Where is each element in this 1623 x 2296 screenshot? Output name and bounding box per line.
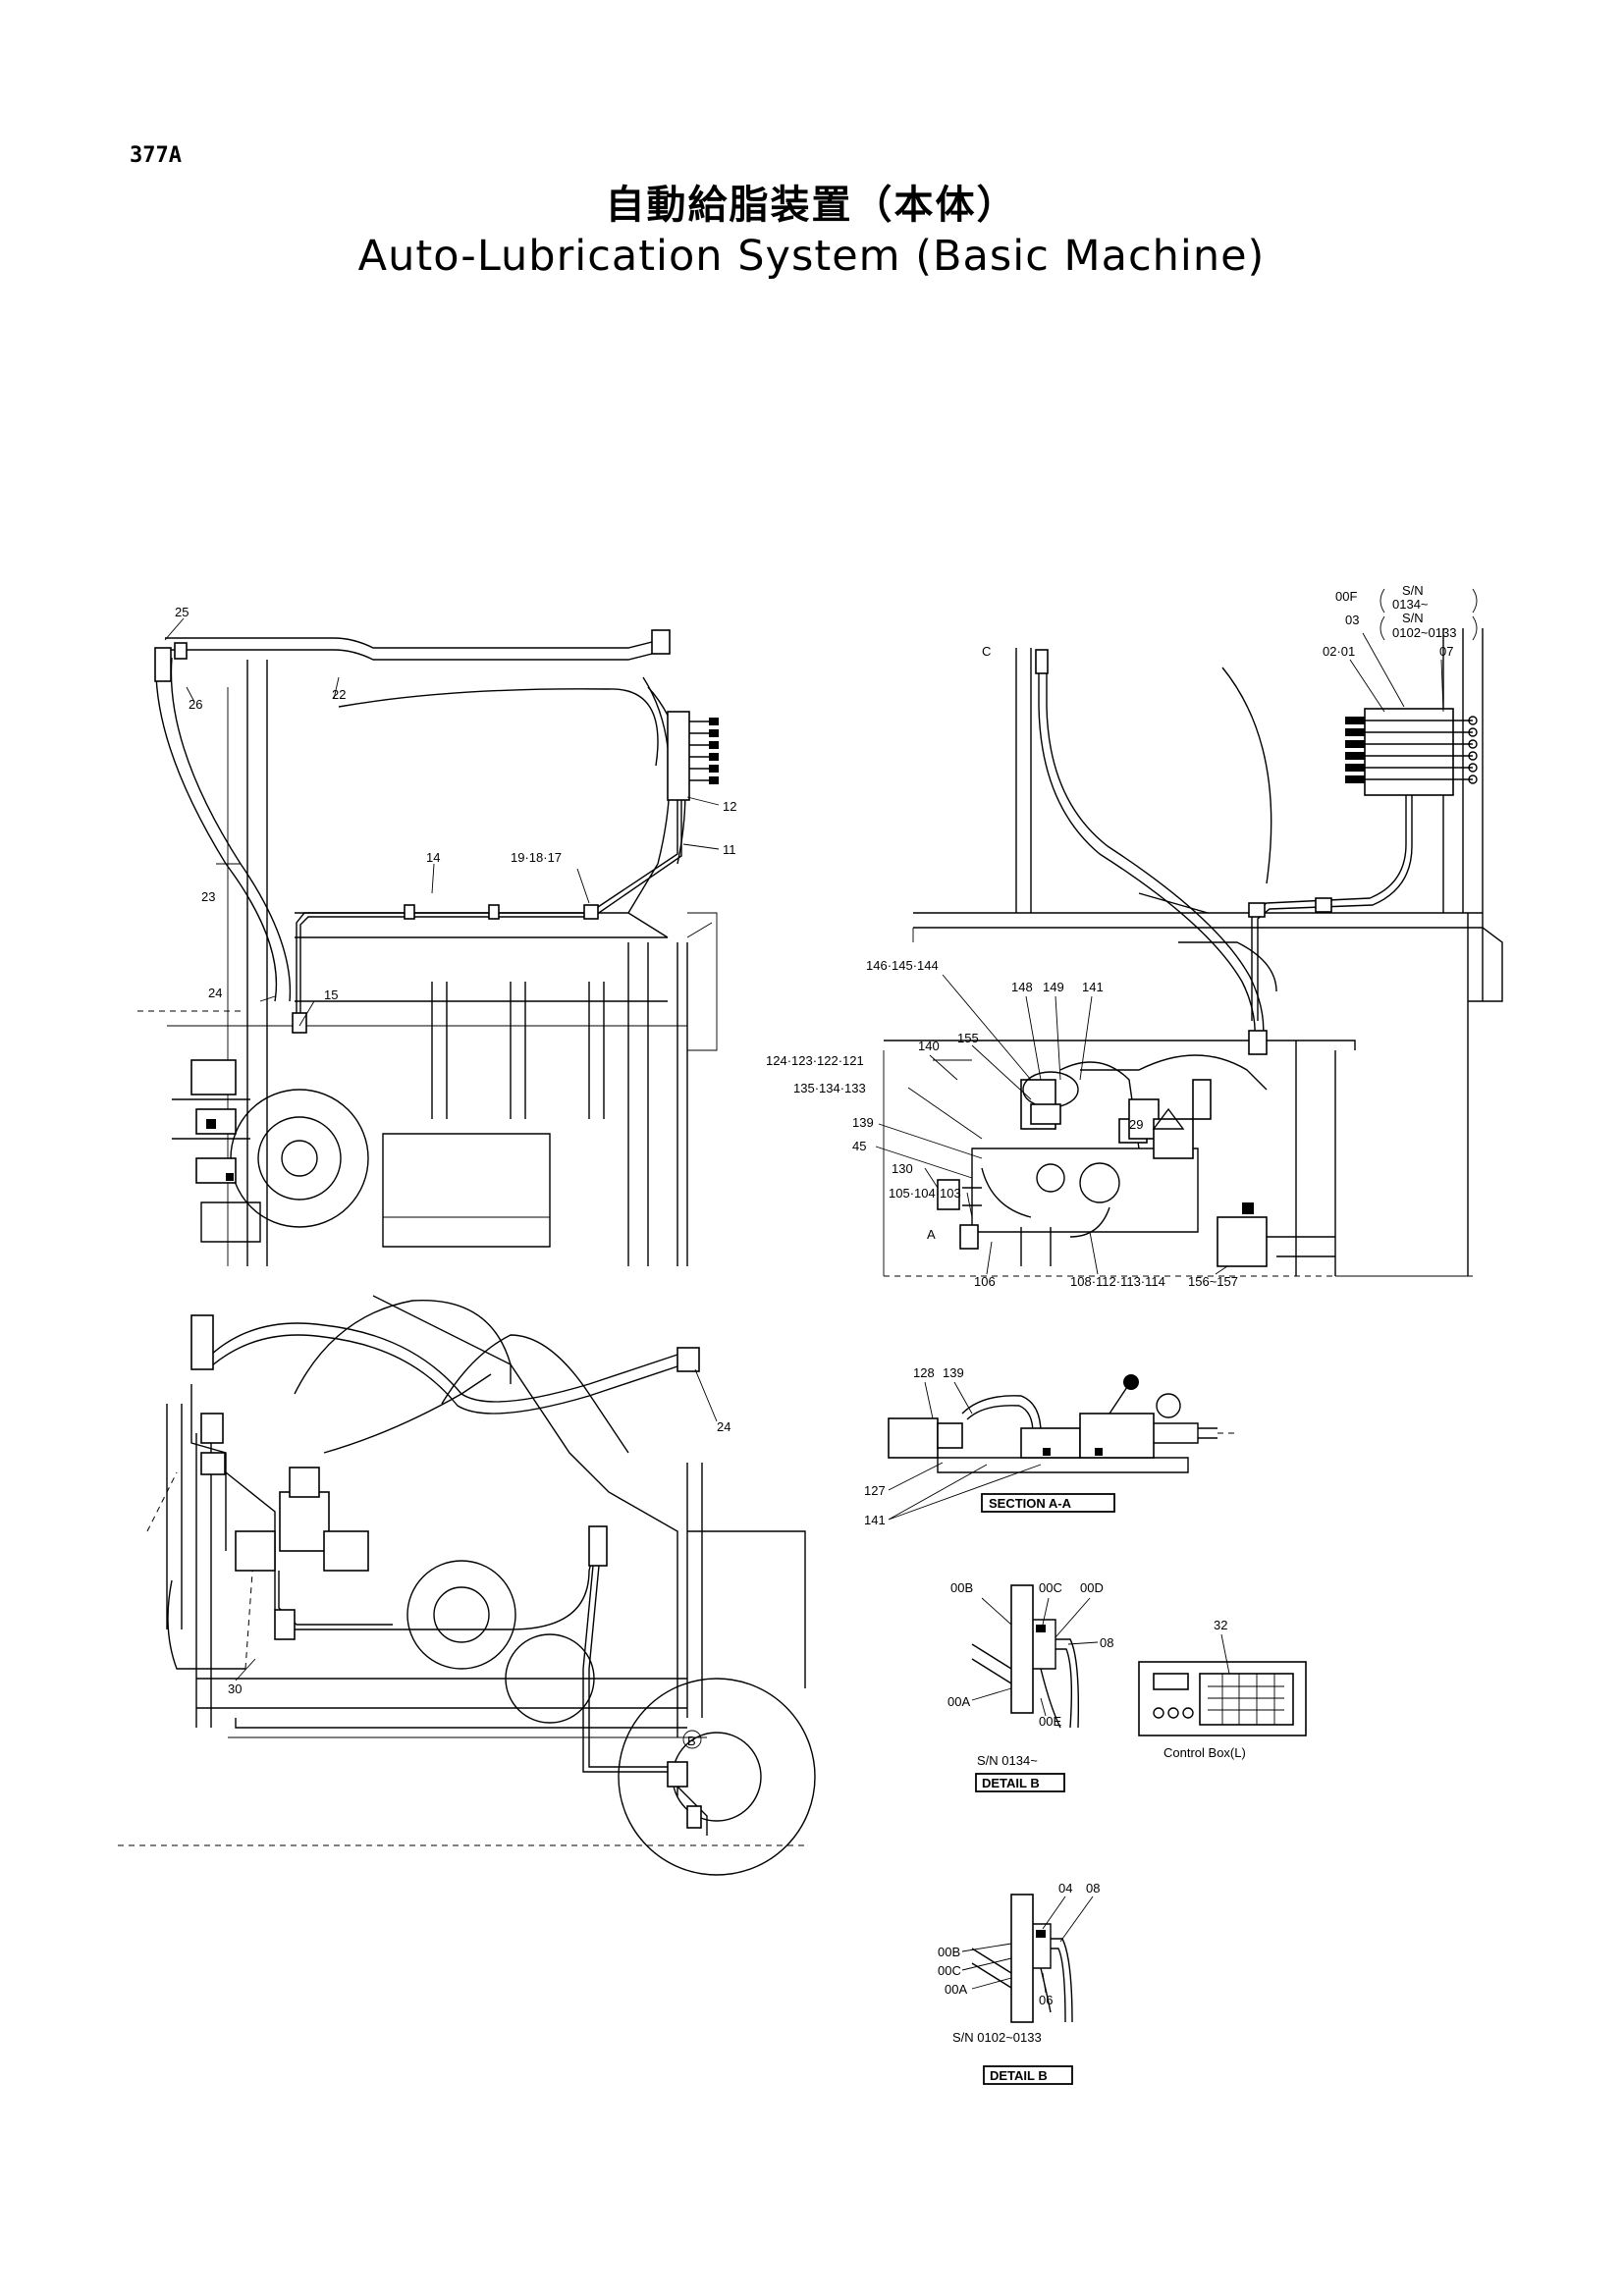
label-130: 130 (892, 1161, 913, 1176)
control-box-caption: Control Box(L) (1163, 1745, 1246, 1760)
label-0102-0133: 0102~0133 (1392, 625, 1456, 640)
control-box: 32 Control Box(L) (1138, 1618, 1307, 1760)
label-08-d2: 08 (1086, 1881, 1100, 1896)
label-02-01: 02·01 (1323, 644, 1355, 659)
label-30: 30 (228, 1682, 242, 1696)
label-03: 03 (1345, 613, 1359, 627)
label-00C: 00C (1039, 1580, 1062, 1595)
label-00D: 00D (1080, 1580, 1104, 1595)
label-04: 04 (1058, 1881, 1072, 1896)
label-156-157: 156~157 (1188, 1274, 1238, 1289)
label-128: 128 (913, 1365, 935, 1380)
label-32: 32 (1214, 1618, 1227, 1632)
label-108-112-113-114: 108·112·113·114 (1070, 1274, 1165, 1289)
detail-b1-caption: DETAIL B (982, 1776, 1040, 1790)
manifold-12 (667, 711, 719, 801)
label-25: 25 (175, 605, 189, 619)
label-00E: 00E (1039, 1714, 1061, 1729)
label-139-section: 139 (943, 1365, 964, 1380)
label-106: 106 (974, 1274, 996, 1289)
detail-b-2: 04 08 00B 00C 00A 06 S/N 0102~0133 DETAI… (938, 1881, 1100, 2085)
detail-b-1: 00B 00C 00D 08 00A 00E S/N 0134~ DETAIL … (947, 1580, 1113, 1792)
label-08-d1: 08 (1100, 1635, 1113, 1650)
distributor-block (1345, 708, 1478, 796)
label-155: 155 (957, 1031, 979, 1045)
view-bottom-left: 24 30 B (118, 1295, 816, 1876)
detail-b1-serial: S/N 0134~ (977, 1753, 1038, 1768)
section-a-a: 128 139 127 141 SECTION A-A (864, 1365, 1237, 1527)
detail-b2-caption: DETAIL B (990, 2068, 1048, 2083)
label-00A: 00A (947, 1694, 970, 1709)
page-code: 377A (130, 143, 182, 168)
label-45: 45 (852, 1139, 866, 1153)
title-japanese: 自動給脂装置（本体） (605, 183, 1018, 228)
label-00F: 00F (1335, 589, 1357, 604)
label-127: 127 (864, 1483, 886, 1498)
label-23: 23 (201, 889, 215, 904)
label-29: 29 (1129, 1117, 1143, 1132)
label-0134: 0134~ (1392, 597, 1429, 612)
label-26: 26 (189, 697, 202, 712)
label-14: 14 (426, 850, 440, 865)
label-149: 149 (1043, 980, 1064, 994)
label-22: 22 (332, 687, 346, 702)
label-124-123-122-121: 124·123·122·121 (766, 1053, 864, 1068)
label-centerline-c: C (982, 644, 991, 659)
title-english: Auto-Lubrication System (Basic Machine) (357, 232, 1266, 281)
label-section-a-marker: A (927, 1227, 936, 1242)
label-148: 148 (1011, 980, 1033, 994)
label-146-145-144: 146·145·144 (866, 958, 939, 973)
view-top-right: 29 00F S/N 0134~ 03 S/N 0102~0133 02·01 … (766, 583, 1503, 1289)
label-detail-b-marker: B (687, 1734, 696, 1748)
label-139: 139 (852, 1115, 874, 1130)
label-24: 24 (208, 986, 222, 1000)
label-00B-d2: 00B (938, 1945, 960, 1959)
detail-b2-serial: S/N 0102~0133 (952, 2030, 1042, 2045)
label-00C-d2: 00C (938, 1963, 961, 1978)
section-a-caption: SECTION A-A (989, 1496, 1072, 1511)
view-top-left: 25 26 22 12 11 14 19·18·17 23 24 15 (137, 605, 736, 1266)
label-07: 07 (1439, 644, 1453, 659)
label-15: 15 (324, 988, 338, 1002)
label-sn-top: S/N (1402, 583, 1424, 598)
label-sn-mid: S/N (1402, 611, 1424, 625)
label-00A-d2: 00A (945, 1982, 967, 1997)
label-19-18-17: 19·18·17 (511, 850, 562, 865)
label-06: 06 (1039, 1993, 1053, 2007)
label-141: 141 (1082, 980, 1104, 994)
label-141-section: 141 (864, 1513, 886, 1527)
label-135-134-133: 135·134·133 (793, 1081, 866, 1095)
label-24-bottom: 24 (717, 1419, 730, 1434)
label-105-104-103: 105·104·103 (889, 1186, 961, 1201)
label-11: 11 (723, 842, 736, 857)
label-12: 12 (723, 799, 736, 814)
label-00B: 00B (950, 1580, 973, 1595)
label-140: 140 (918, 1039, 940, 1053)
